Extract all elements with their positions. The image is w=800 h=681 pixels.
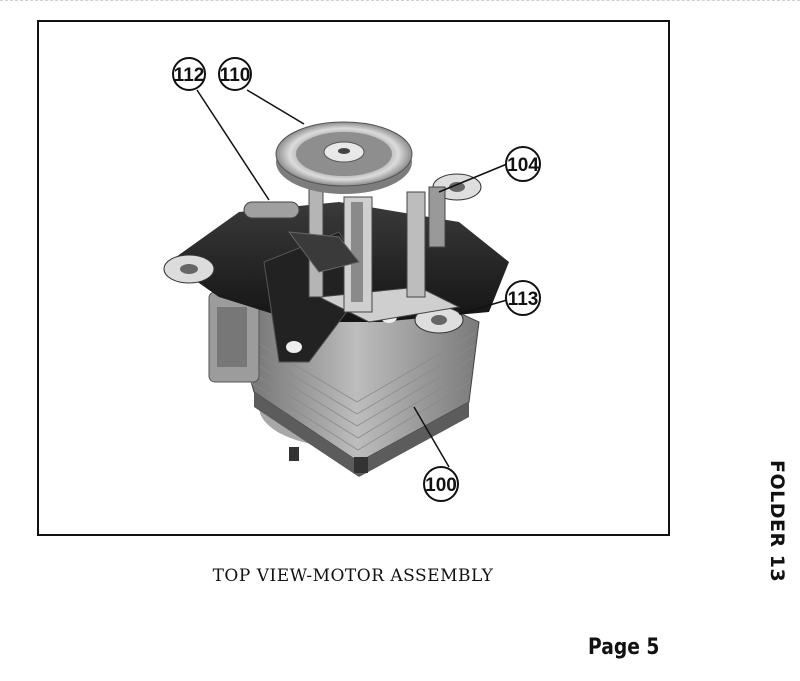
callout-113-label: 113 [508, 289, 539, 310]
callout-100-label: 100 [425, 475, 457, 496]
callout-104-label: 104 [507, 155, 539, 176]
callout-113: 113 [505, 280, 541, 316]
folder-label: FOLDER 13 [766, 460, 788, 583]
shaft-and-posts [243, 186, 446, 313]
callout-104: 104 [505, 146, 541, 182]
leader-lines [196, 89, 508, 468]
callout-100: 100 [423, 466, 459, 502]
top-dashed-rule [0, 0, 800, 1]
callout-112-label: 112 [174, 65, 205, 86]
motor-assembly-photo: 112 110 104 113 100 [163, 57, 541, 502]
callout-110-label: 110 [220, 65, 251, 86]
callout-110: 110 [218, 57, 252, 91]
pulley-wheel [275, 121, 413, 194]
figure-caption: TOP VIEW-MOTOR ASSEMBLY [212, 566, 494, 586]
figure-frame: 112 110 104 113 100 [37, 20, 670, 536]
callout-112: 112 [172, 57, 206, 91]
page-number: Page 5 [588, 635, 660, 660]
